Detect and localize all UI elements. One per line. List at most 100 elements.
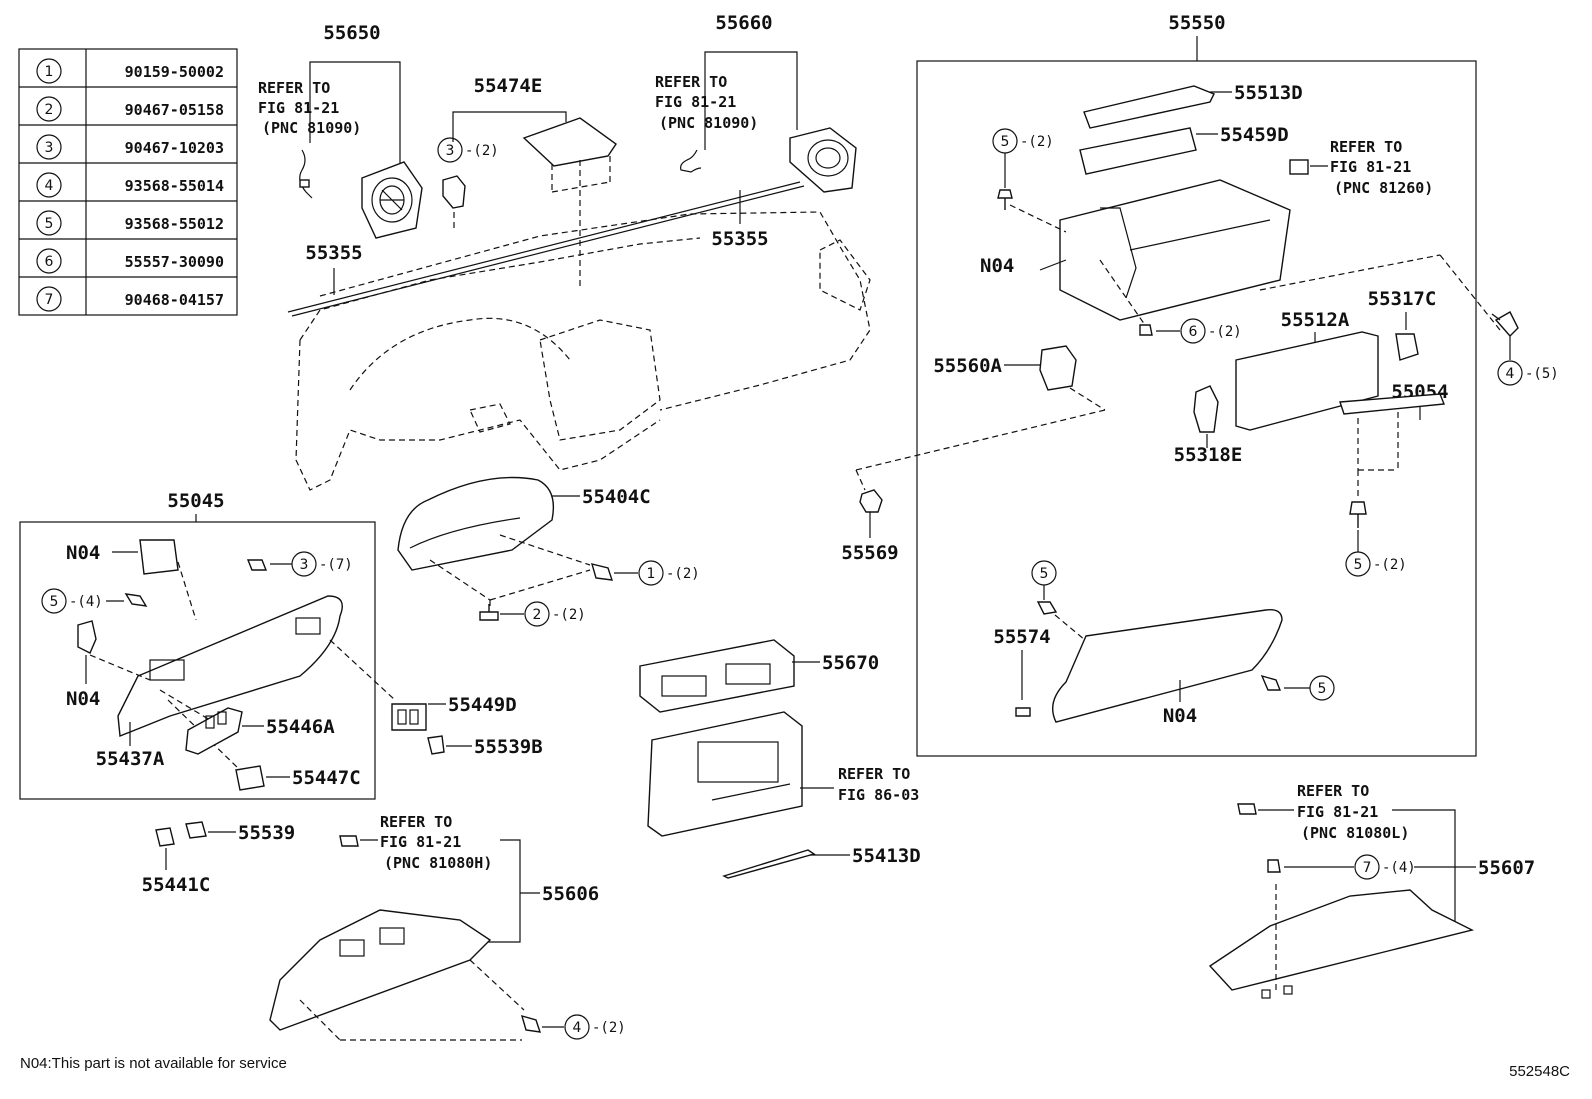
clip-icon — [246, 559, 268, 571]
reference-3-line-1: REFER TO — [1330, 138, 1402, 156]
clip-icon — [442, 175, 466, 209]
lamp-icon — [339, 835, 359, 847]
parts-table-row-1: 1 90159-50002 — [36, 58, 224, 84]
footer-note: N04:This part is not available for servi… — [20, 1055, 287, 1072]
parts-table-row-4: 4 93568-55014 — [36, 172, 224, 198]
parts-table-row-3: 3 90467-10203 — [36, 134, 224, 160]
callout-number: 2 — [533, 607, 542, 623]
bushing-icon — [1139, 324, 1153, 336]
label-55441C: 55441C — [142, 874, 211, 896]
glove-box-housing-icon — [1059, 179, 1291, 321]
label-55660: 55660 — [715, 12, 772, 34]
table-part-number: 90467-05158 — [125, 101, 224, 119]
label-n04-box-top: N04 — [66, 542, 100, 564]
table-index: 6 — [45, 254, 54, 270]
lamp-icon — [1289, 159, 1309, 175]
callout-number: 5 — [1040, 566, 1049, 582]
switch-base-icon — [185, 707, 243, 755]
table-part-number: 90467-10203 — [125, 139, 224, 157]
callout-quantity: -(2) — [552, 607, 586, 623]
label-55569: 55569 — [841, 542, 898, 564]
clip-icon — [155, 827, 175, 847]
label-55446A: 55446A — [266, 716, 335, 738]
callout-quantity: -(7) — [319, 557, 353, 573]
group-55539: 55539 55441C — [142, 821, 295, 896]
screw-icon — [1349, 501, 1367, 528]
glove-box-door-icon — [1052, 609, 1283, 723]
callout-number: 5 — [50, 594, 59, 610]
screw-icon — [1491, 311, 1519, 338]
damper-rod-icon — [1339, 393, 1445, 415]
callout-quantity: -(2) — [1020, 134, 1054, 150]
parts-table: 1 90159-50002 2 90467-05158 3 90467-1020… — [18, 48, 238, 316]
callout-quantity: -(4) — [69, 594, 103, 610]
group-55413D: 55413D — [722, 845, 921, 879]
clip-icon — [479, 604, 499, 621]
label-55404C: 55404C — [582, 486, 651, 508]
callout-number: 5 — [1354, 557, 1363, 573]
callout-number: 7 — [1363, 860, 1372, 876]
parts-table-row-7: 7 90468-04157 — [36, 286, 224, 312]
reference-6-line-2: FIG 81-21 — [1297, 803, 1378, 821]
table-part-number: 90468-04157 — [125, 291, 224, 309]
glove-box-liner-icon — [1235, 331, 1379, 431]
label-55550: 55550 — [1168, 12, 1225, 34]
pin-icon — [1015, 707, 1031, 717]
screw-icon — [1036, 601, 1058, 615]
label-n04-bracket: N04 — [66, 688, 100, 710]
reference-4-line-1: REFER TO — [380, 813, 452, 831]
bracket-icon — [1193, 385, 1219, 433]
center-vent-icon — [639, 639, 795, 713]
group-55045: 55045 N04 3 -(7) 5 -(4) N04 55437A 5 — [19, 490, 396, 800]
center-display-icon — [647, 711, 803, 837]
lower-panel-icon — [117, 595, 343, 737]
table-index: 5 — [45, 216, 54, 232]
table-index: 4 — [45, 178, 54, 194]
cover-panel-icon — [522, 117, 617, 167]
label-55512A: 55512A — [1281, 309, 1350, 331]
clip-icon — [1267, 859, 1281, 873]
callout-quantity: -(2) — [592, 1020, 626, 1036]
label-55355-right: 55355 — [711, 228, 768, 250]
table-index: 2 — [45, 102, 54, 118]
callout-number: 1 — [647, 566, 656, 582]
damper-icon — [1395, 333, 1419, 361]
instrument-panel: 55355 55355 — [287, 181, 871, 491]
group-55550: 55550 55513D 55459D 5 -(2) REFER TO FIG … — [841, 12, 1559, 757]
group-55606: REFER TO FIG 81-21 (PNC 81080H) 55606 4 … — [269, 813, 626, 1041]
callout-number: 4 — [573, 1020, 582, 1036]
label-55513D: 55513D — [1234, 82, 1303, 104]
table-part-number: 55557-30090 — [125, 253, 224, 271]
parts-table-row-6: 6 55557-30090 — [36, 248, 224, 274]
reference-3-line-3: (PNC 81260) — [1334, 179, 1433, 197]
group-55474E: 55474E 3 -(2) — [437, 75, 617, 290]
reference-3-line-2: FIG 81-21 — [1330, 158, 1411, 176]
screw-icon — [520, 1014, 542, 1033]
box-55045 — [19, 521, 376, 800]
screw-icon — [997, 189, 1013, 210]
group-55607: REFER TO FIG 81-21 (PNC 81080L) 55607 7 … — [1208, 782, 1535, 999]
reference-5-line-1: REFER TO — [838, 765, 910, 783]
group-55670: 55670 — [639, 639, 879, 713]
label-n04-housing: N04 — [980, 255, 1014, 277]
group-55650: 55650 REFER TO FIG 81-21 (PNC 81090) — [258, 22, 423, 239]
group-55449D: 55449D 55539B — [391, 694, 543, 758]
cluster-finish-panel-icon — [397, 476, 555, 571]
parts-table-row-2: 2 90467-05158 — [36, 96, 224, 122]
parts-table-border — [18, 48, 238, 316]
callout-number: 3 — [300, 557, 309, 573]
label-55355-left: 55355 — [305, 242, 362, 264]
label-55539: 55539 — [238, 822, 295, 844]
callout-quantity: -(2) — [666, 566, 700, 582]
label-55317C: 55317C — [1368, 288, 1437, 310]
lamp-icon — [1237, 803, 1257, 815]
label-55574: 55574 — [993, 626, 1050, 648]
label-55606: 55606 — [542, 883, 599, 905]
label-55413D: 55413D — [852, 845, 921, 867]
wire-harness-icon — [299, 149, 313, 199]
label-55560A: 55560A — [933, 355, 1002, 377]
callout-quantity: -(2) — [465, 143, 499, 159]
label-n04-door: N04 — [1163, 705, 1197, 727]
